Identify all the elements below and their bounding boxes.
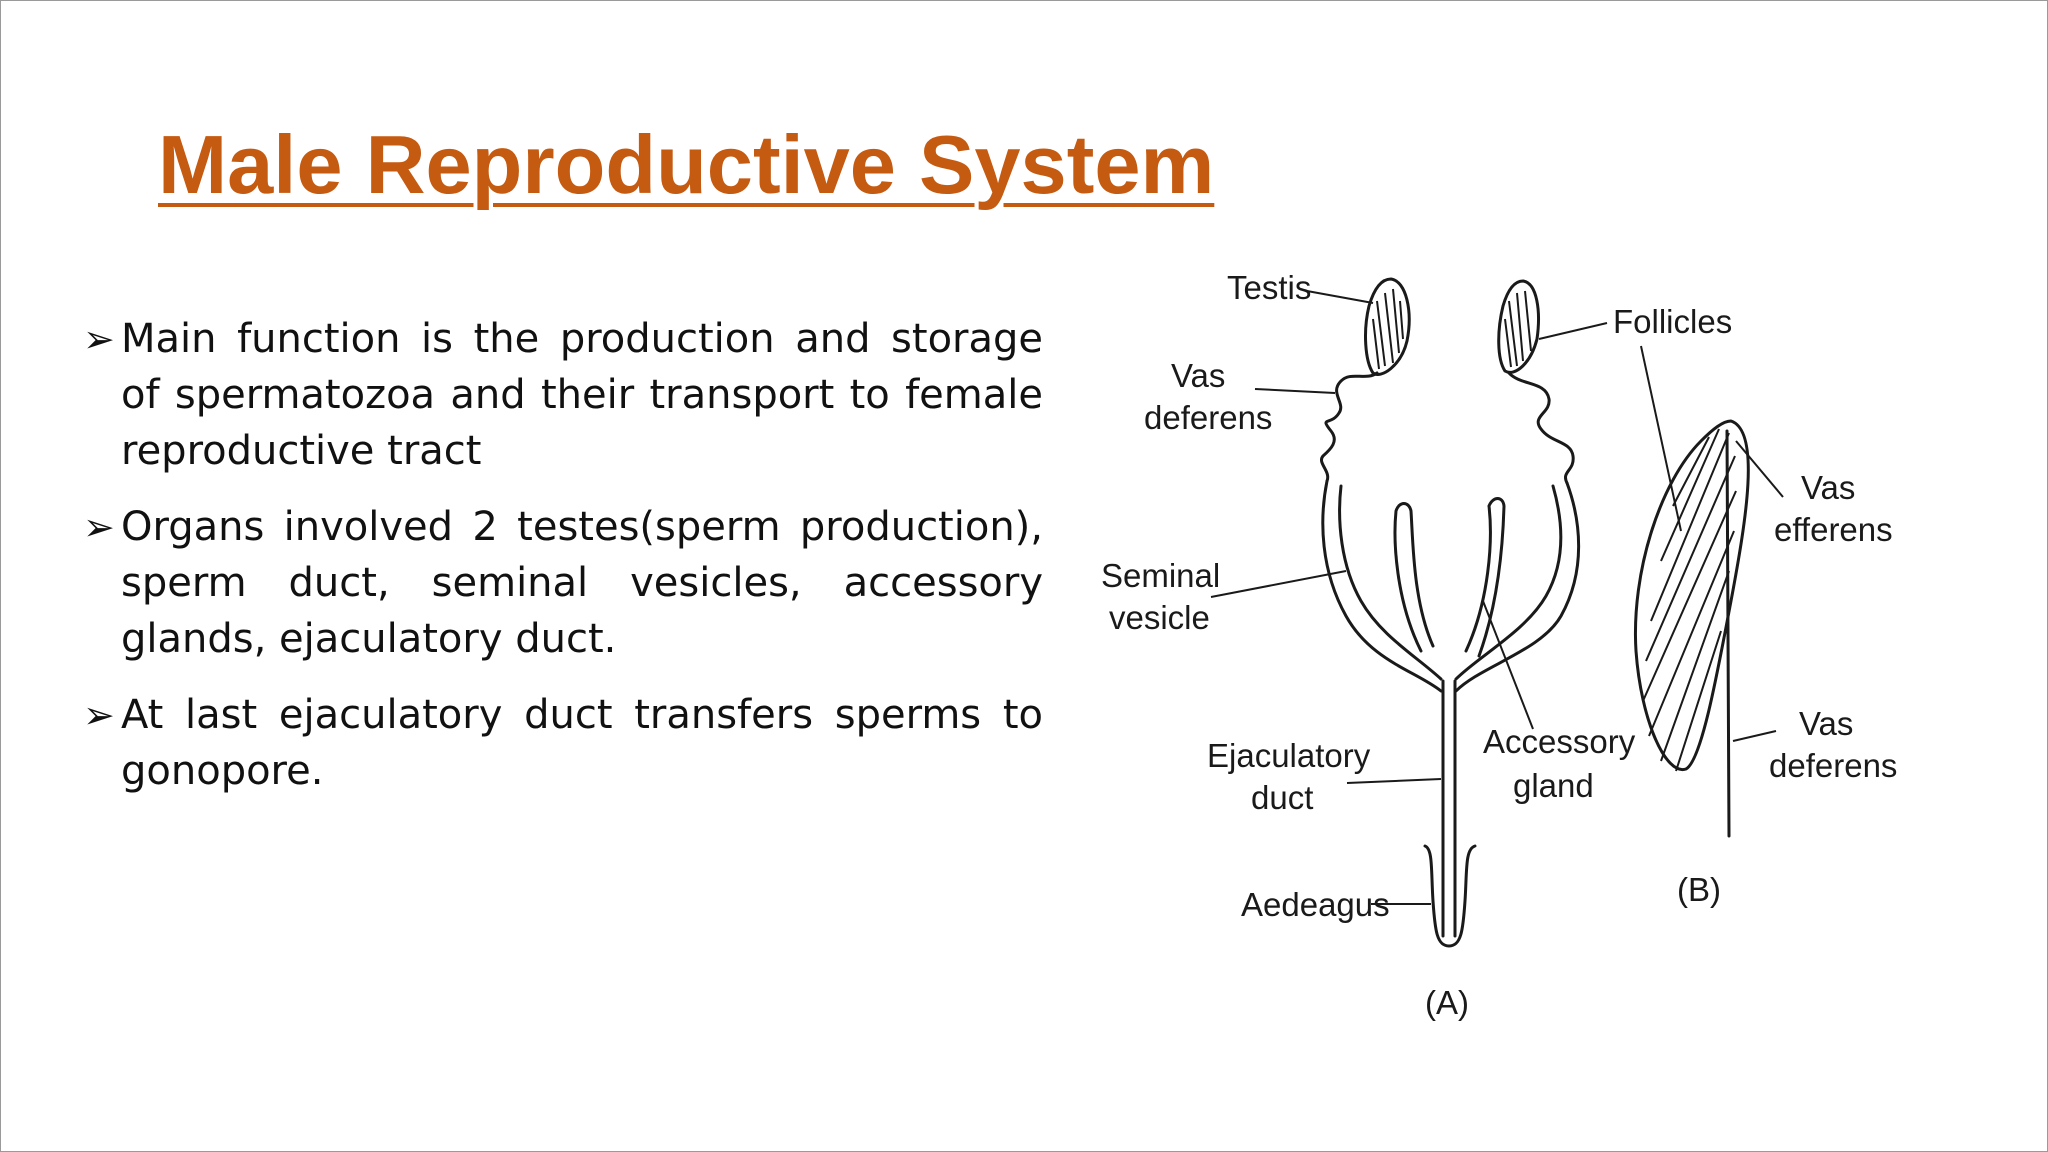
label-accessory-gland-line2: gland xyxy=(1513,767,1594,804)
label-seminal-vesicle-line2: vesicle xyxy=(1109,599,1210,636)
label-ejaculatory-duct-line2: duct xyxy=(1251,779,1313,816)
label-vas-efferens-line2: efferens xyxy=(1774,511,1893,548)
accessory-gland-shape xyxy=(1393,497,1506,658)
right-testis-shape xyxy=(1497,279,1540,374)
left-vas-deferens-shape xyxy=(1320,371,1379,483)
bullet-item: ➢ Main function is the production and st… xyxy=(83,311,1043,479)
panel-a-drawing xyxy=(1320,277,1581,948)
label-ejaculatory-duct-line1: Ejaculatory xyxy=(1207,737,1371,774)
label-testis: Testis xyxy=(1227,269,1311,306)
arrow-bullet-icon: ➢ xyxy=(83,505,115,549)
left-testis-shape xyxy=(1364,277,1411,376)
label-seminal-vesicle-line1: Seminal xyxy=(1101,557,1220,594)
label-aedeagus: Aedeagus xyxy=(1241,886,1390,923)
label-vas-deferens-b-line1: Vas xyxy=(1799,705,1853,742)
label-follicles: Follicles xyxy=(1613,303,1732,340)
bullet-item: ➢ At last ejaculatory duct transfers spe… xyxy=(83,687,1043,799)
vas-deferens-b-shape xyxy=(1725,429,1731,838)
label-vas-efferens-line1: Vas xyxy=(1801,469,1855,506)
bullet-text: Organs involved 2 testes(sperm productio… xyxy=(121,504,1043,662)
label-vas-deferens-a-line2: deferens xyxy=(1144,399,1272,436)
bullet-item: ➢ Organs involved 2 testes(sperm product… xyxy=(83,499,1043,667)
seminal-vesicle-shape xyxy=(1321,479,1581,693)
bullet-list: ➢ Main function is the production and st… xyxy=(83,311,1043,819)
label-accessory-gland-line1: Accessory xyxy=(1483,723,1636,760)
ejaculatory-duct-shape xyxy=(1441,679,1457,863)
arrow-bullet-icon: ➢ xyxy=(83,693,115,737)
label-vas-deferens-a-line1: Vas xyxy=(1171,357,1225,394)
bullet-text: At last ejaculatory duct transfers sperm… xyxy=(121,692,1043,794)
label-panel-a: (A) xyxy=(1425,984,1469,1021)
label-vas-deferens-b-line2: deferens xyxy=(1769,747,1897,784)
bullet-text: Main function is the production and stor… xyxy=(121,316,1043,474)
testis-follicles-shape xyxy=(1633,419,1750,772)
arrow-bullet-icon: ➢ xyxy=(83,317,115,361)
slide-title: Male Reproductive System xyxy=(158,118,1215,211)
aedeagus-shape xyxy=(1423,844,1477,948)
panel-b-drawing xyxy=(1633,419,1784,838)
right-vas-deferens-shape xyxy=(1507,371,1575,485)
label-panel-b: (B) xyxy=(1677,871,1721,908)
label-pointers xyxy=(1210,290,1682,905)
reproductive-system-diagram: Testis Vas deferens Seminal vesicle Ejac… xyxy=(1101,269,1897,1021)
